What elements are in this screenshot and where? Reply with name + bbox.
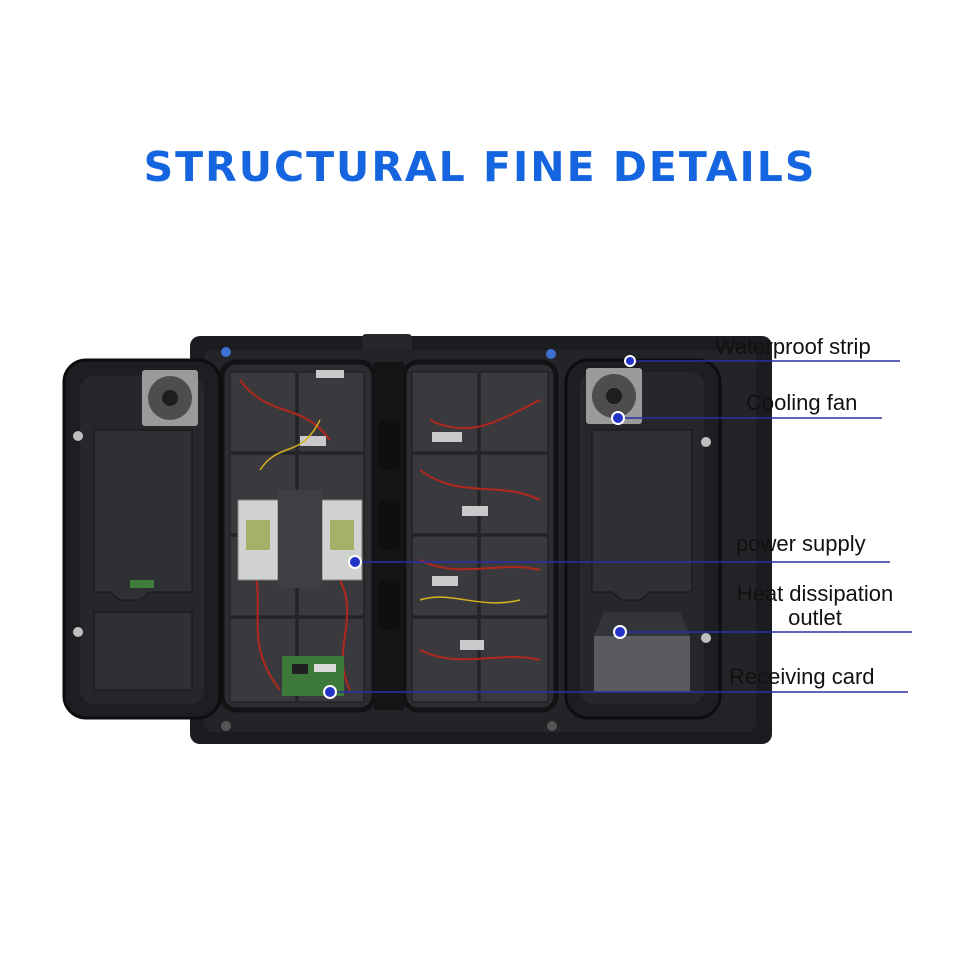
label-waterproof-strip: Waterproof strip bbox=[715, 334, 871, 359]
dot-cooling-fan bbox=[611, 411, 625, 425]
wiring bbox=[239, 379, 541, 691]
ribbon-cables bbox=[300, 370, 488, 650]
dot-heat-dissipation bbox=[613, 625, 627, 639]
right-door bbox=[564, 358, 722, 720]
left-door bbox=[62, 358, 222, 720]
dot-receiving-card bbox=[323, 685, 337, 699]
power-supply-units bbox=[237, 490, 363, 588]
callout-dots bbox=[323, 355, 636, 699]
label-receiving-card: Receiving card bbox=[729, 664, 875, 689]
dot-waterproof-strip bbox=[624, 355, 636, 367]
dot-power-supply bbox=[348, 555, 362, 569]
label-cooling-fan: Cooling fan bbox=[746, 390, 858, 415]
label-heat-dissipation-outlet: Heat dissipation outlet bbox=[736, 581, 894, 630]
label-power-supply: power supply bbox=[736, 531, 866, 556]
page-title: STRUCTURAL FINE DETAILS bbox=[143, 143, 817, 191]
callout-leaders bbox=[330, 360, 912, 693]
